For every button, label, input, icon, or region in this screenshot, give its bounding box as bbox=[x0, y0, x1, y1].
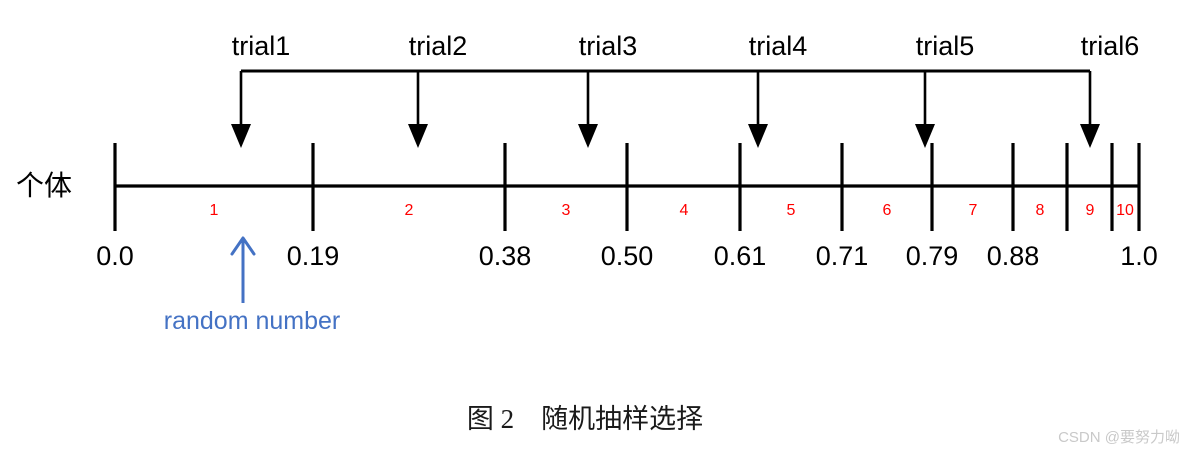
individual-axis-label: 个体 bbox=[16, 170, 72, 201]
trial-marker-trial6: trial6 bbox=[1080, 31, 1139, 148]
axis-tick-label-0.71: 0.71 bbox=[816, 241, 869, 271]
segment-number-3: 3 bbox=[562, 202, 571, 219]
segment-number-8: 8 bbox=[1036, 202, 1045, 219]
segment-number-9: 9 bbox=[1086, 202, 1095, 219]
random-number-annotation: random number bbox=[164, 236, 340, 335]
random-number-arrow-head bbox=[230, 236, 256, 256]
trial-label-trial2: trial2 bbox=[409, 31, 468, 61]
axis-tick-label-0.88: 0.88 bbox=[987, 241, 1040, 271]
segment-number-7: 7 bbox=[969, 202, 978, 219]
trial-arrow-head-trial1 bbox=[231, 124, 251, 148]
axis-ticks bbox=[113, 143, 1141, 231]
trial-label-trial5: trial5 bbox=[916, 31, 975, 61]
trial-marker-trial1: trial1 bbox=[231, 31, 290, 148]
segment-number-4: 4 bbox=[680, 202, 689, 219]
trial-marker-trial3: trial3 bbox=[578, 31, 637, 148]
trial-label-trial4: trial4 bbox=[749, 31, 808, 61]
figure-caption: 图 2 随机抽样选择 bbox=[467, 404, 703, 434]
axis-tick-labels: 0.0 0.19 0.38 0.50 0.61 0.71 0.79 0.88 1.0 bbox=[96, 241, 1158, 271]
axis-tick-label-0.50: 0.50 bbox=[601, 241, 654, 271]
axis-tick-label-0.19: 0.19 bbox=[287, 241, 340, 271]
trial-arrow-head-trial3 bbox=[578, 124, 598, 148]
trial-arrow-head-trial6 bbox=[1080, 124, 1100, 148]
segment-numbers: 1 2 3 4 5 6 7 8 9 10 bbox=[210, 202, 1134, 219]
trial-marker-trial2: trial2 bbox=[408, 31, 467, 148]
trial-label-trial6: trial6 bbox=[1081, 31, 1140, 61]
segment-number-5: 5 bbox=[787, 202, 796, 219]
trial-label-trial1: trial1 bbox=[232, 31, 291, 61]
axis-tick-label-0.38: 0.38 bbox=[479, 241, 532, 271]
axis-tick-label-0.0: 0.0 bbox=[96, 241, 134, 271]
csdn-watermark: CSDN @要努力呦 bbox=[1058, 429, 1180, 446]
trial-marker-trial5: trial5 bbox=[915, 31, 974, 148]
trial-arrow-head-trial2 bbox=[408, 124, 428, 148]
axis-tick-label-1.0: 1.0 bbox=[1120, 241, 1158, 271]
segment-number-10: 10 bbox=[1116, 202, 1134, 219]
segment-number-6: 6 bbox=[883, 202, 892, 219]
trial-marker-trial4: trial4 bbox=[748, 31, 807, 148]
axis-tick-label-0.79: 0.79 bbox=[906, 241, 959, 271]
trial-arrow-head-trial4 bbox=[748, 124, 768, 148]
segment-number-2: 2 bbox=[405, 202, 414, 219]
trial-label-trial3: trial3 bbox=[579, 31, 638, 61]
trial-arrow-head-trial5 bbox=[915, 124, 935, 148]
axis-tick-label-0.61: 0.61 bbox=[714, 241, 767, 271]
trial-arrows: trial1 trial2 trial3 trial4 trial5 trial6 bbox=[231, 31, 1139, 148]
random-number-label: random number bbox=[164, 307, 340, 335]
segment-number-1: 1 bbox=[210, 202, 219, 219]
